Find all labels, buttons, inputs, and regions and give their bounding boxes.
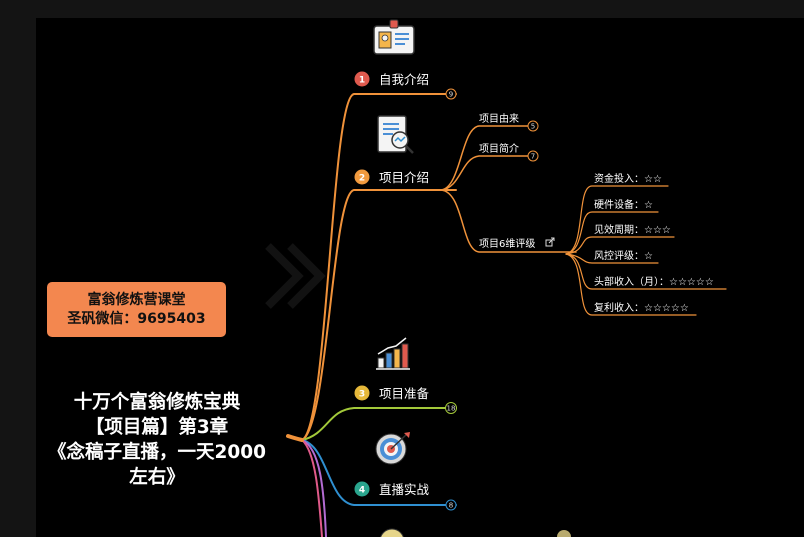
target-icon <box>375 432 410 465</box>
count-badge-circle <box>445 499 457 511</box>
node-number-4-circle <box>354 481 370 497</box>
count-badge-project-brief: 7 <box>531 153 535 161</box>
rating-item: 风控评级：☆ <box>594 249 653 262</box>
sub-branch-rating <box>440 189 577 253</box>
count-badge-self-intro: 9 <box>449 91 453 99</box>
rating-branch-2 <box>565 211 659 255</box>
label-project-origin: 项目由来 <box>479 112 519 125</box>
left-frame-bar <box>0 0 36 537</box>
external-link-icon[interactable] <box>545 237 555 247</box>
node-number-3: 3 <box>359 390 365 400</box>
bar-chart-icon <box>376 337 410 370</box>
node-number-3-circle <box>354 385 370 401</box>
document-search-icon <box>377 115 414 154</box>
node-number-2: 2 <box>359 174 365 184</box>
branch-line-3 <box>301 407 457 441</box>
node-self-intro[interactable]: 1 自我介绍 9 <box>354 71 457 100</box>
label-project-rating: 项目6维评级 <box>479 237 535 250</box>
node-project-prep[interactable]: 3 项目准备 18 <box>354 385 457 414</box>
central-topic-title[interactable]: 十万个富翁修炼宝典 【项目篇】第3章 《念稿子直播，一天2000 左右》 <box>26 390 288 490</box>
mindmap-svg: 1 自我介绍 9 2 项目介绍 项目由来 5 项目简介 7 项目6维评级 资金投… <box>265 19 727 537</box>
node-label-project-intro: 项目介绍 <box>379 170 429 185</box>
rating-branch-3 <box>565 236 675 255</box>
count-badge-circle <box>445 402 457 414</box>
node-number-1-circle <box>354 71 370 87</box>
sub-branch-intro <box>440 155 531 191</box>
count-badge-live-practice: 8 <box>449 502 453 510</box>
sub-branch-origin <box>440 125 531 191</box>
node-project-brief[interactable]: 项目简介 7 <box>479 142 539 162</box>
node-live-practice[interactable]: 4 直播实战 8 <box>354 481 457 511</box>
rating-branch-1 <box>565 185 669 255</box>
trunk-line <box>286 434 304 442</box>
node-project-origin[interactable]: 项目由来 5 <box>479 112 539 132</box>
mindmap-canvas: 1 自我介绍 9 2 项目介绍 项目由来 5 项目简介 7 项目6维评级 资金投… <box>36 18 804 537</box>
count-badge-circle <box>445 88 457 100</box>
count-badge-circle <box>527 120 539 132</box>
title-line-2: 【项目篇】第3章 <box>85 417 229 438</box>
promo-line-2: 圣矾微信：9695403 <box>67 310 206 327</box>
node-project-rating[interactable]: 项目6维评级 <box>479 237 555 250</box>
node-number-2-circle <box>354 169 370 185</box>
next-node-icon <box>380 528 571 537</box>
count-badge-circle <box>527 150 539 162</box>
rating-item: 资金投入：☆☆ <box>594 172 662 185</box>
title-line-4: 左右》 <box>129 467 185 488</box>
ratings-list: 资金投入：☆☆ 硬件设备：☆ 见效周期：☆☆☆ 风控评级：☆ 头部收入（月）：☆… <box>594 172 714 314</box>
branch-line-6 <box>301 439 323 537</box>
background-chevron-icon <box>265 243 326 309</box>
node-label-live-practice: 直播实战 <box>379 482 430 497</box>
node-number-4: 4 <box>359 486 365 496</box>
branch-line-2 <box>301 189 457 441</box>
rating-item: 硬件设备：☆ <box>594 198 653 211</box>
title-line-1: 十万个富翁修炼宝典 <box>73 392 241 413</box>
branch-line-5 <box>301 439 327 537</box>
node-number-1: 1 <box>359 76 365 86</box>
rating-item: 复利收入：☆☆☆☆☆ <box>594 301 689 314</box>
branch-line-4 <box>301 439 457 506</box>
top-frame-bar <box>0 0 804 18</box>
title-line-3: 《念稿子直播，一天2000 <box>48 442 266 463</box>
node-label-project-prep: 项目准备 <box>379 386 430 401</box>
promo-line-1: 富翁修炼营课堂 <box>87 291 186 308</box>
label-project-brief: 项目简介 <box>479 142 519 155</box>
promo-badge: 富翁修炼营课堂 圣矾微信：9695403 <box>47 282 226 337</box>
branch-line-1 <box>301 93 457 441</box>
id-card-icon <box>373 19 415 55</box>
rating-branch-5 <box>565 253 727 290</box>
node-label-self-intro: 自我介绍 <box>379 72 429 87</box>
count-badge-project-prep: 18 <box>447 405 456 413</box>
rating-item: 头部收入（月）：☆☆☆☆☆ <box>594 275 714 288</box>
count-badge-project-origin: 5 <box>531 123 535 131</box>
node-project-intro[interactable]: 2 项目介绍 <box>354 169 430 186</box>
rating-branch-6 <box>565 253 697 316</box>
rating-item: 见效周期：☆☆☆ <box>594 223 671 236</box>
